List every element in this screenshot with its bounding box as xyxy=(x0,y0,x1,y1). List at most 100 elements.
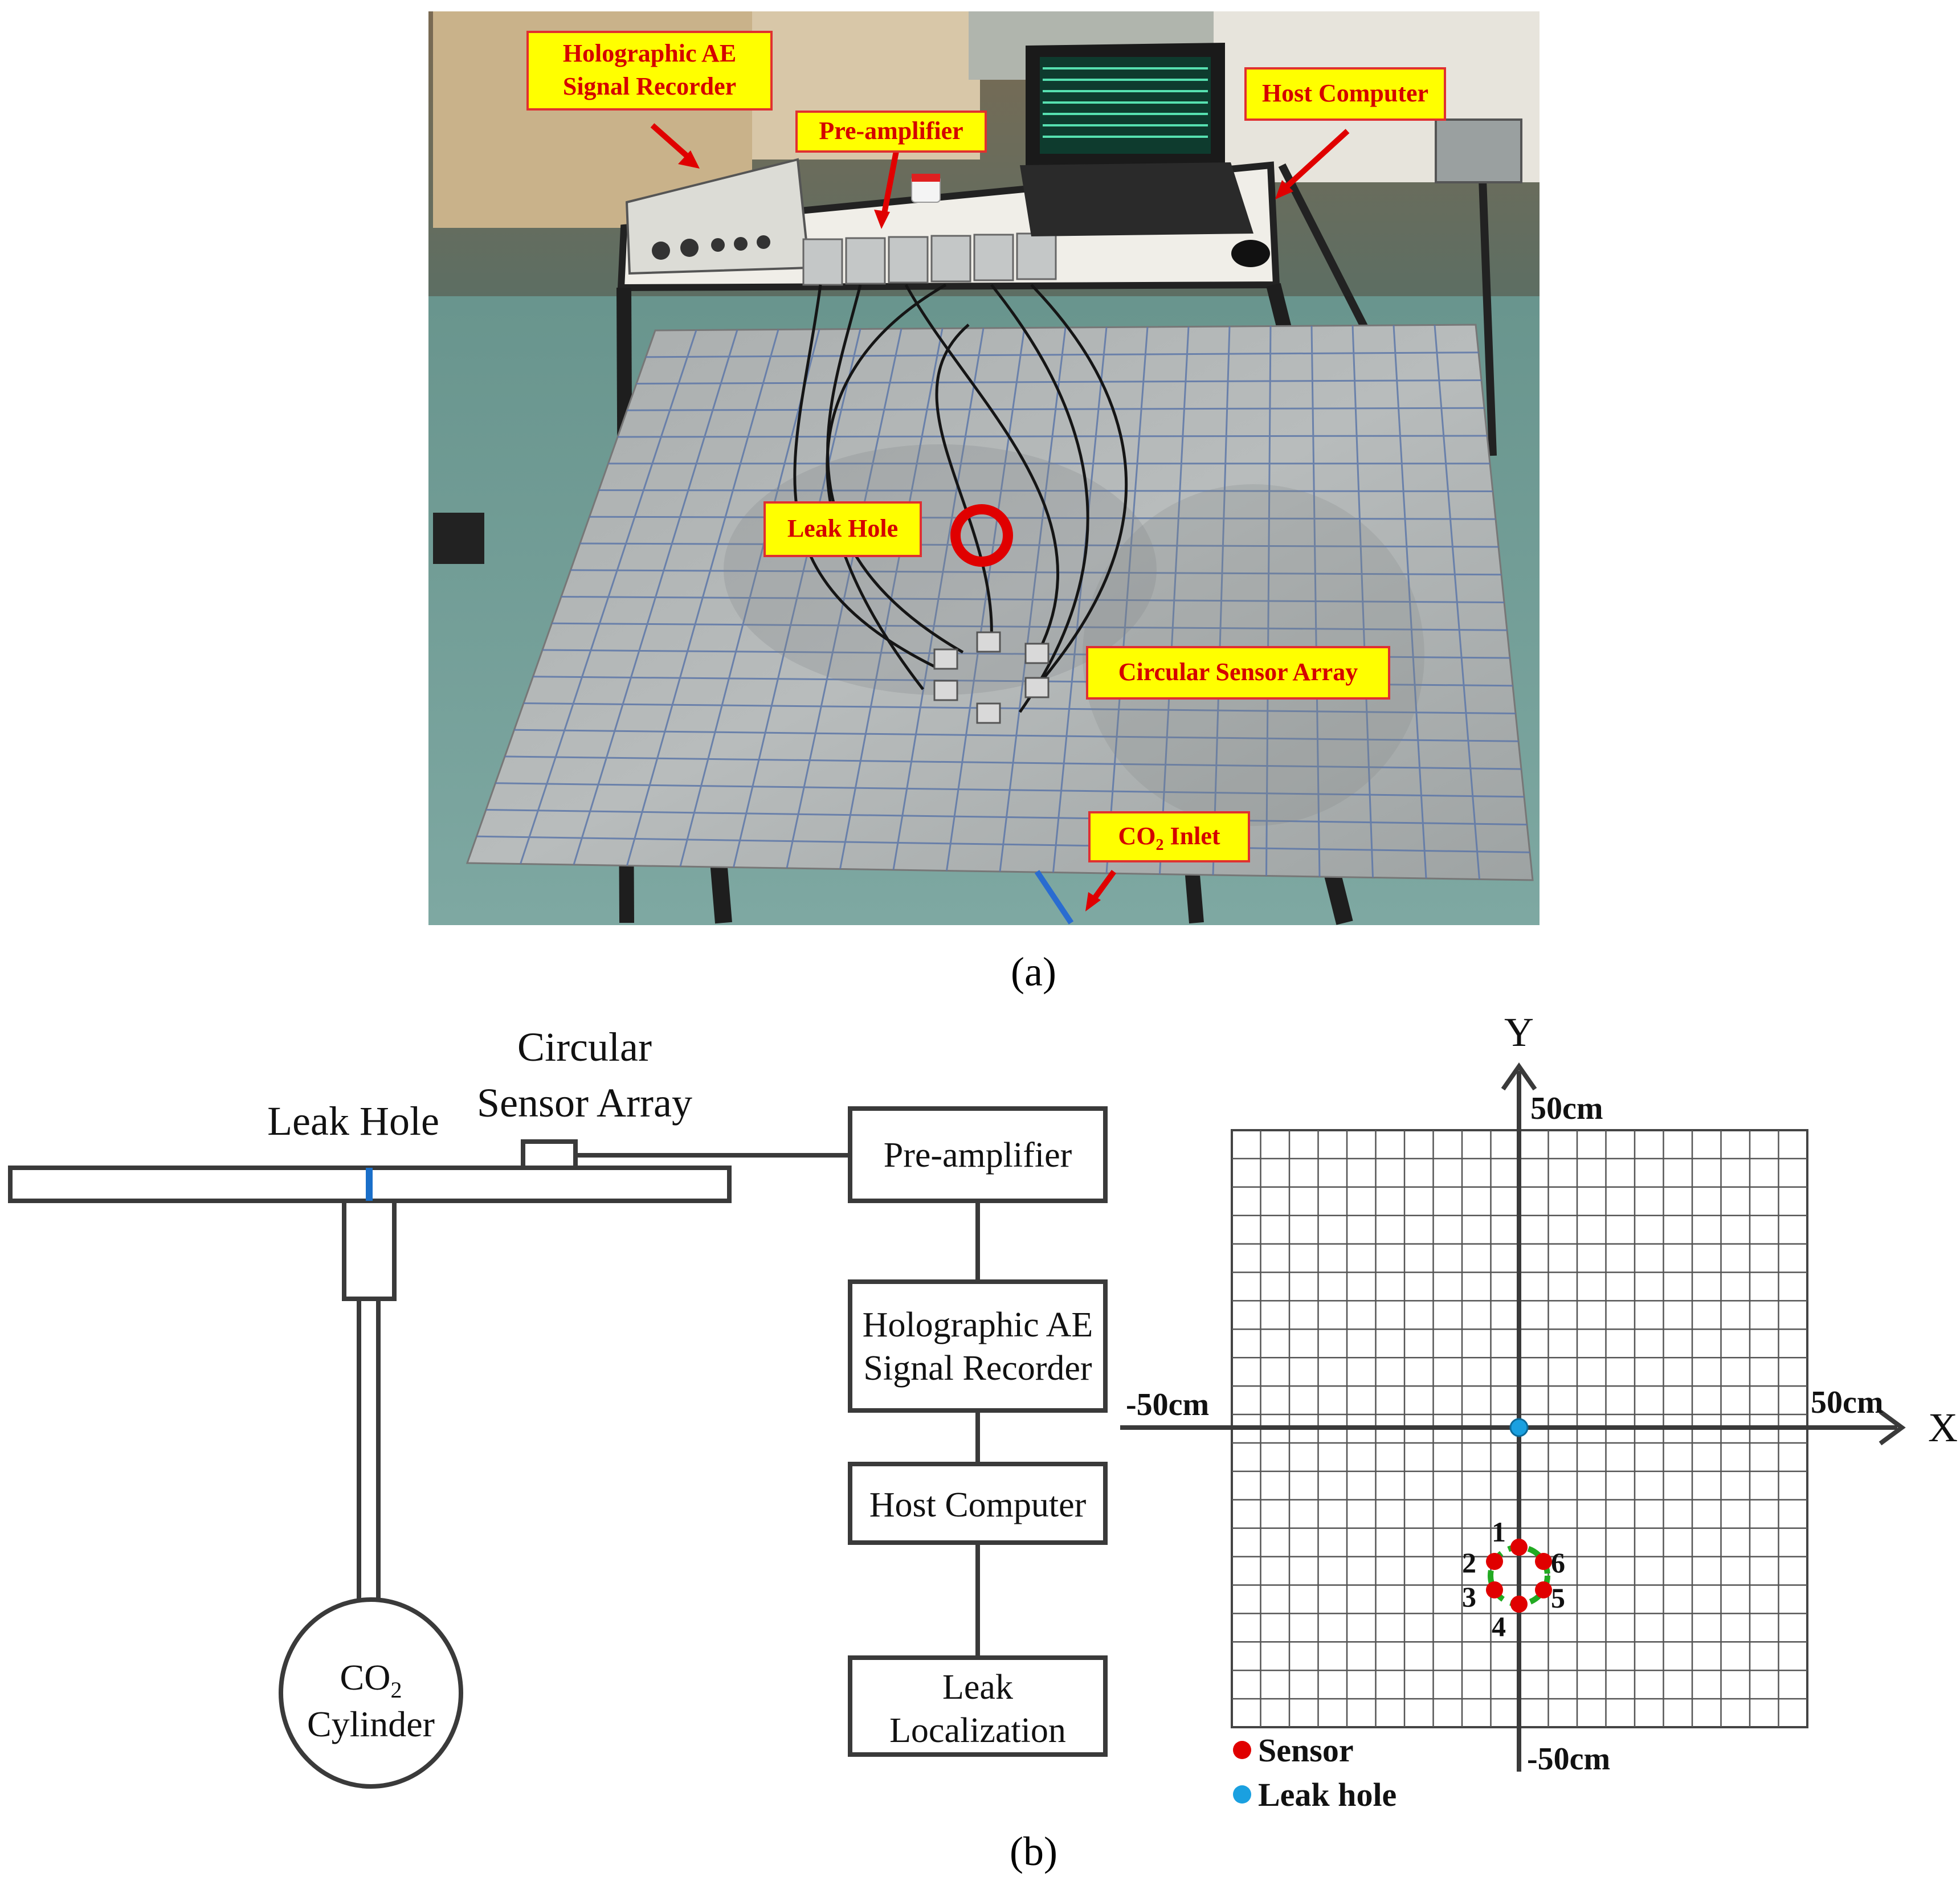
x-max-label: 50cm xyxy=(1811,1385,1884,1420)
sensors-photo xyxy=(933,631,1050,724)
sensor-label-4: 4 xyxy=(1492,1610,1506,1642)
y-max-label: 50cm xyxy=(1530,1091,1603,1126)
callout-recorder-line1: Holographic AE xyxy=(563,39,736,67)
array-label-line1: Circular xyxy=(517,1024,652,1070)
plate-grid-line xyxy=(1212,326,1231,876)
laptop-base xyxy=(1020,162,1253,236)
connector xyxy=(680,239,699,257)
callout-recorder-line2: Signal Recorder xyxy=(563,72,736,100)
connector xyxy=(757,235,770,249)
plate-grid-line xyxy=(523,702,1516,714)
sensor-label-2: 2 xyxy=(1462,1547,1476,1579)
box-localization xyxy=(848,1655,1108,1757)
plate-grid-line xyxy=(1265,326,1272,876)
plate-grid-line xyxy=(1159,326,1190,874)
sensor-label-5: 5 xyxy=(1551,1582,1565,1614)
side-table-leg xyxy=(1477,148,1497,456)
plate-grid-line xyxy=(1434,325,1480,880)
chair xyxy=(433,513,484,564)
schematic-labels: Leak Hole Circular Sensor Array CO2 Cyli… xyxy=(267,1024,1093,1750)
box-recorder xyxy=(848,1279,1108,1413)
connector xyxy=(711,238,725,252)
callout-co2-sub: 2 xyxy=(1156,836,1164,854)
box-host-text: Host Computer xyxy=(869,1486,1087,1524)
callout-leak: Leak Hole xyxy=(763,501,922,557)
box-host xyxy=(848,1462,1108,1545)
callout-arrows xyxy=(650,123,1350,911)
callout-co2-suffix: Inlet xyxy=(1164,822,1220,850)
cylinder-label: Cylinder xyxy=(307,1704,435,1744)
callout-array-text: Circular Sensor Array xyxy=(1118,658,1358,686)
callout-recorder: Holographic AE Signal Recorder xyxy=(526,31,773,111)
pipe-right xyxy=(376,1201,397,1611)
sensor-array-block xyxy=(521,1139,578,1170)
callout-preamp-text: Pre-amplifier xyxy=(819,117,963,145)
svg-text:CO2: CO2 xyxy=(340,1657,402,1703)
plate-grid-line xyxy=(476,835,1530,853)
plate-grid-line xyxy=(1052,327,1108,873)
y-min-label: -50cm xyxy=(1527,1741,1610,1777)
array-label-line2: Sensor Array xyxy=(477,1080,692,1126)
plate-grid xyxy=(476,325,1530,880)
callout-array: Circular Sensor Array xyxy=(1086,646,1390,700)
plate-grid-line xyxy=(514,729,1519,742)
caption-b: (b) xyxy=(1010,1829,1057,1874)
plate-grid-line xyxy=(1393,325,1427,879)
sensor-6 xyxy=(1535,1553,1552,1570)
grid-plot: X Y -50cm 50cm 50cm -50cm 1 2 3 4 5 6 Se… xyxy=(1120,1009,1958,1813)
legend-sensor-text: Sensor xyxy=(1258,1732,1354,1769)
cylinder-co: CO xyxy=(340,1657,391,1698)
callout-co2: CO2 Inlet xyxy=(1088,811,1250,862)
co2-cylinder xyxy=(279,1597,463,1789)
sensor-1 xyxy=(1510,1539,1528,1556)
callout-leak-text: Leak Hole xyxy=(787,514,898,542)
photo-panel: Holographic AE Signal Recorder Pre-ampli… xyxy=(428,11,1540,925)
mouse xyxy=(1231,240,1270,267)
cylinder-sub: 2 xyxy=(390,1677,402,1703)
cup-lid xyxy=(912,174,940,182)
plate-grid-line xyxy=(1351,325,1374,878)
box-preamp-text: Pre-amplifier xyxy=(884,1136,1072,1175)
plate-grid-line xyxy=(495,782,1525,798)
plate-grid-line xyxy=(485,809,1528,825)
x-axis-arrow xyxy=(1879,1409,1906,1446)
sensor-2 xyxy=(1486,1553,1503,1570)
box-preamp xyxy=(848,1106,1108,1203)
sensor-points xyxy=(1486,1539,1552,1613)
sensor-label-1: 1 xyxy=(1492,1516,1506,1548)
plate-grid-line xyxy=(552,622,1508,631)
box-recorder-line2: Signal Recorder xyxy=(863,1349,1092,1388)
connector xyxy=(734,237,748,251)
box-leak-line2: Localization xyxy=(889,1711,1066,1750)
axis-y-label: Y xyxy=(1504,1009,1534,1055)
axis-x-label: X xyxy=(1928,1405,1958,1450)
pipe-left xyxy=(342,1201,361,1611)
plate-grid-line xyxy=(1105,326,1149,874)
waveforms xyxy=(1043,67,1208,138)
schematic-panel xyxy=(8,1106,1108,1789)
x-min-label: -50cm xyxy=(1126,1387,1209,1422)
sensor-3 xyxy=(1486,1581,1503,1598)
plate-grid-line xyxy=(504,755,1522,770)
legend-leak-text: Leak hole xyxy=(1258,1776,1396,1813)
legend-leak-dot xyxy=(1233,1785,1251,1804)
callout-preamp: Pre-amplifier xyxy=(795,111,987,153)
leak-hole-point xyxy=(1509,1418,1529,1437)
callout-host-text: Host Computer xyxy=(1262,79,1428,107)
preamp-units xyxy=(802,232,1057,286)
y-axis-arrow xyxy=(1501,1062,1537,1091)
callout-co2-prefix: CO xyxy=(1118,822,1156,850)
connector xyxy=(652,242,670,260)
laptop-display xyxy=(1040,57,1211,154)
leak-hole-marker xyxy=(950,504,1013,567)
sensor-label-6: 6 xyxy=(1551,1547,1565,1579)
oscilloscope xyxy=(1435,118,1522,183)
sensor-4 xyxy=(1510,1596,1528,1613)
caption-a: (a) xyxy=(1011,949,1056,995)
co2-hose xyxy=(1034,870,1074,925)
callout-host: Host Computer xyxy=(1244,67,1446,121)
legend-sensor-dot xyxy=(1233,1741,1251,1759)
box-leak-line1: Leak xyxy=(942,1668,1013,1707)
box-recorder-line1: Holographic AE xyxy=(863,1306,1093,1344)
